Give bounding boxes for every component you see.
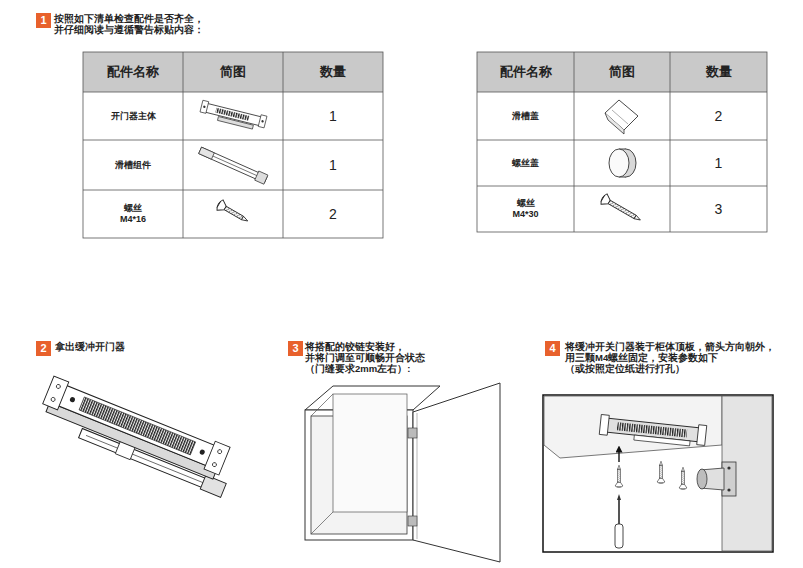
- step-number: 3: [288, 341, 303, 356]
- mounting-drawing: [617, 422, 687, 437]
- opener-icon: [200, 100, 209, 113]
- opener-drawing: [43, 376, 69, 410]
- table-header: 数量: [287, 64, 379, 79]
- opener-drawing: [199, 449, 206, 456]
- opener-drawing: [56, 384, 61, 389]
- mounting-drawing: [657, 461, 665, 483]
- table-header: 配件名称: [481, 64, 571, 79]
- instruction-text: 将搭配的铰链安装好， 并将门调至可顺畅开合状态 （门缝要求2mm左右）:: [305, 341, 485, 375]
- mounting-drawing: [722, 396, 772, 551]
- slide-cover-icon: [605, 113, 624, 134]
- step-number-text: 2: [40, 343, 46, 354]
- table-cell: 螺丝 M4*16: [113, 203, 153, 224]
- opener-drawing: [50, 382, 225, 470]
- mounting-drawing: [697, 469, 707, 489]
- mounting-drawing: [727, 466, 730, 469]
- instruction-text: 将缓冲开关门器装于柜体顶板，箭头方向朝外， 用三颗M4螺丝固定，安装参数如下 （…: [565, 341, 790, 375]
- opener-drawing: [217, 449, 222, 454]
- table-cell: 滑槽盖: [482, 111, 570, 122]
- screw-cap-icon: [609, 149, 636, 177]
- table-cell: 螺丝盖: [482, 158, 570, 169]
- table-header: 简图: [577, 64, 667, 79]
- opener-drawing: [79, 397, 196, 455]
- table-header: 配件名称: [87, 64, 179, 79]
- screw-icon: [599, 193, 643, 225]
- step-number: 4: [545, 341, 560, 356]
- mounting-drawing: [634, 435, 690, 446]
- opener-icon: [203, 105, 206, 108]
- cabinet-drawing: [311, 394, 333, 534]
- mounting-drawing: [727, 488, 730, 491]
- parts-table-grid: [83, 52, 383, 238]
- parts-table-grid: [83, 52, 383, 92]
- rail-icon: [255, 171, 268, 184]
- parts-table-grid: [477, 52, 767, 232]
- parts-table-grid: [477, 52, 767, 232]
- parts-table-grid: [83, 52, 383, 238]
- table-cell: 1: [303, 108, 363, 125]
- mounting-drawing: [618, 500, 620, 524]
- table-cell: 2: [303, 206, 363, 223]
- opener-icon: [258, 115, 267, 128]
- table-cell: 1: [303, 157, 363, 174]
- instruction-text: 拿出缓冲开门器: [55, 341, 205, 352]
- opener-icon: [261, 120, 264, 123]
- step-number: 2: [36, 341, 51, 356]
- opener-drawing: [212, 462, 217, 467]
- cabinet-drawing: [408, 428, 417, 438]
- instruction-text: 按照如下清单检查配件是否齐全， 并仔细阅读与遵循警告标贴内容：: [54, 13, 214, 35]
- cabinet-drawing: [305, 383, 500, 562]
- opener-drawing: [69, 396, 76, 403]
- opener-icon: [199, 100, 267, 131]
- slide-cover-icon: [605, 100, 638, 134]
- table-header: 数量: [674, 64, 764, 79]
- mounting-drawing: [599, 414, 707, 447]
- mounting-drawing: [697, 462, 736, 496]
- mounting-drawing: [599, 414, 609, 435]
- cabinet-drawing: [408, 516, 417, 526]
- mounting-drawing: [617, 494, 621, 500]
- table-cell: 滑槽组件: [88, 160, 178, 171]
- table-header: 简图: [187, 64, 279, 79]
- mounting-drawing: [679, 467, 687, 489]
- opener-drawing: [35, 376, 239, 497]
- step-number-text: 3: [292, 343, 298, 354]
- mounting-drawing: [615, 524, 623, 548]
- table-cell: 1: [689, 155, 749, 172]
- opener-drawing: [204, 441, 230, 475]
- opener-drawing: [51, 397, 56, 402]
- step-number-text: 1: [40, 15, 46, 26]
- parts-table-grid: [83, 52, 383, 238]
- mounting-drawing: [615, 465, 623, 487]
- parts-table-grid: [477, 52, 767, 232]
- slide-cover-icon: [612, 110, 628, 124]
- mounting-drawing: [543, 395, 773, 552]
- table-cell: 开门器主体: [88, 111, 178, 122]
- mounting-drawing: [697, 425, 707, 446]
- mounting-drawing: [543, 395, 773, 552]
- table-cell: 3: [689, 201, 749, 218]
- cabinet-drawing: [333, 394, 407, 512]
- screw-cap-icon: [609, 149, 629, 177]
- rail-icon: [199, 147, 215, 159]
- parts-table-grid: [477, 52, 767, 92]
- table-cell: 2: [689, 108, 749, 125]
- mounting-drawing: [544, 396, 722, 458]
- slide-cover-icon: [605, 100, 638, 130]
- rail-icon: [198, 146, 268, 184]
- screw-icon: [215, 199, 250, 226]
- mounting-drawing: [615, 494, 623, 548]
- cabinet-drawing: [413, 383, 500, 562]
- mounting-drawing: [618, 449, 619, 462]
- step-number-text: 4: [549, 343, 555, 354]
- opener-icon: [217, 116, 253, 129]
- table-cell: 螺丝 M4*30: [506, 198, 546, 219]
- step-number: 1: [36, 13, 51, 28]
